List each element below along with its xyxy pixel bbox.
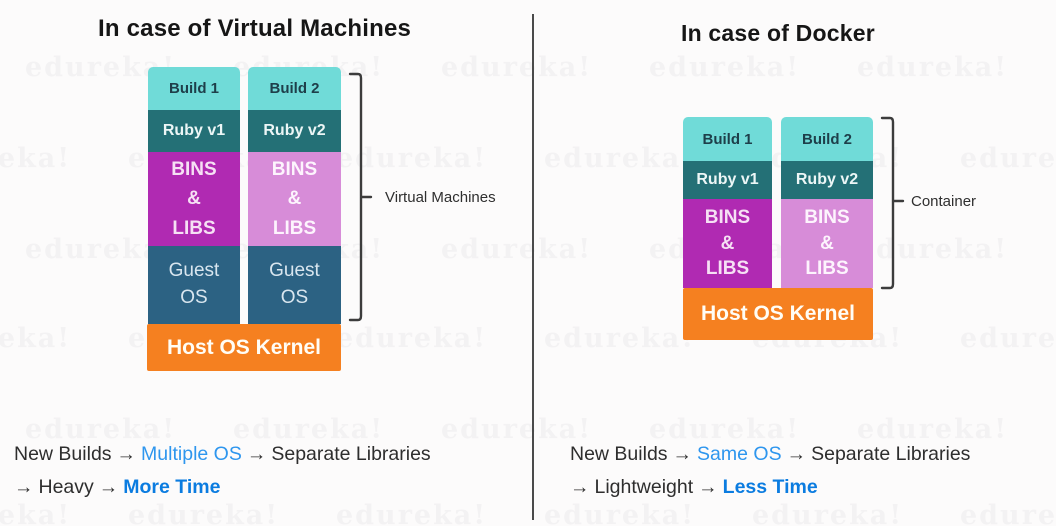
arrow-icon: →: [786, 443, 807, 465]
docker-title: In case of Docker: [681, 20, 875, 46]
edureka-watermark: edureka!: [960, 323, 1056, 354]
arrow-icon: →: [698, 476, 718, 498]
vm-stack-build2: Build 2 Ruby v2 BINS & LIBS Guest OS: [248, 67, 341, 324]
docker-summary-text: New Builds→Same OS→Separate Libraries →L…: [570, 438, 970, 504]
vm-build2-box: Build 2: [248, 67, 341, 110]
docker-build2-box: Build 2: [781, 117, 873, 161]
vm-summary-line1: New Builds→Multiple OS→Separate Librarie…: [14, 438, 431, 471]
edureka-watermark: edureka!: [857, 52, 1009, 83]
edureka-watermark: edureka!: [649, 52, 801, 83]
arrow-icon: →: [14, 476, 34, 498]
edureka-watermark: edureka!: [960, 500, 1056, 526]
vm-build1-box: Build 1: [148, 67, 240, 110]
vm-ruby-v2-box: Ruby v2: [248, 110, 341, 152]
vm-stack-build1: Build 1 Ruby v1 BINS & LIBS Guest OS: [148, 67, 240, 324]
docker-bins-libs1-box: BINS & LIBS: [683, 199, 772, 288]
vm-guest-os1-box: Guest OS: [148, 246, 240, 324]
vm-bracket: [348, 72, 373, 322]
edureka-watermark: edureka!: [544, 143, 696, 174]
edureka-watermark: edureka!: [544, 323, 696, 354]
docker-summary-part-bold: Less Time: [722, 476, 818, 498]
docker-summary-part: Lightweight: [594, 476, 694, 498]
edureka-watermark: edureka!: [960, 143, 1056, 174]
arrow-icon: →: [570, 476, 590, 498]
vm-title: In case of Virtual Machines: [98, 15, 412, 42]
container-bracket: [880, 116, 905, 290]
vm-summary-part-blue: Multiple OS: [141, 443, 242, 465]
vm-summary-part: Separate Libraries: [271, 443, 431, 465]
docker-summary-part: Separate Libraries: [811, 443, 971, 465]
vm-ruby-v1-box: Ruby v1: [148, 110, 240, 152]
vm-summary-part-bold: More Time: [123, 476, 221, 498]
vm-host-os-kernel-bar: Host OS Kernel: [147, 324, 341, 371]
vm-summary-part: New Builds: [14, 443, 112, 465]
arrow-icon: →: [98, 476, 119, 498]
edureka-watermark: edureka!: [441, 234, 593, 265]
vm-bins-libs1-box: BINS & LIBS: [148, 152, 240, 246]
docker-host-os-kernel-bar: Host OS Kernel: [683, 288, 873, 340]
docker-summary-part: New Builds: [570, 443, 668, 465]
docker-build1-box: Build 1: [683, 117, 772, 161]
docker-ruby-v1-box: Ruby v1: [683, 161, 772, 199]
center-divider: [532, 14, 534, 520]
arrow-icon: →: [246, 443, 267, 465]
container-bracket-label: Container: [911, 193, 977, 210]
docker-summary-line2: →Lightweight→Less Time: [570, 471, 970, 504]
edureka-watermark: edureka!: [0, 143, 72, 174]
docker-ruby-v2-box: Ruby v2: [781, 161, 873, 199]
docker-bins-libs2-box: BINS & LIBS: [781, 199, 873, 288]
vm-guest-os2-box: Guest OS: [248, 246, 341, 324]
vm-bracket-label: Virtual Machines: [385, 189, 496, 206]
docker-summary-part-blue: Same OS: [697, 443, 782, 465]
edureka-watermark: edureka!: [441, 52, 593, 83]
docker-stack-build1: Build 1 Ruby v1 BINS & LIBS: [683, 117, 772, 288]
vm-summary-text: New Builds→Multiple OS→Separate Librarie…: [14, 438, 431, 504]
arrow-icon: →: [672, 443, 693, 465]
vm-summary-part: Heavy: [38, 476, 94, 498]
docker-summary-line1: New Builds→Same OS→Separate Libraries: [570, 438, 970, 471]
docker-stack-build2: Build 2 Ruby v2 BINS & LIBS: [781, 117, 873, 288]
vm-bins-libs2-box: BINS & LIBS: [248, 152, 341, 246]
vm-summary-line2: →Heavy→More Time: [14, 471, 431, 504]
arrow-icon: →: [116, 443, 137, 465]
edureka-watermark: edureka!: [0, 323, 72, 354]
